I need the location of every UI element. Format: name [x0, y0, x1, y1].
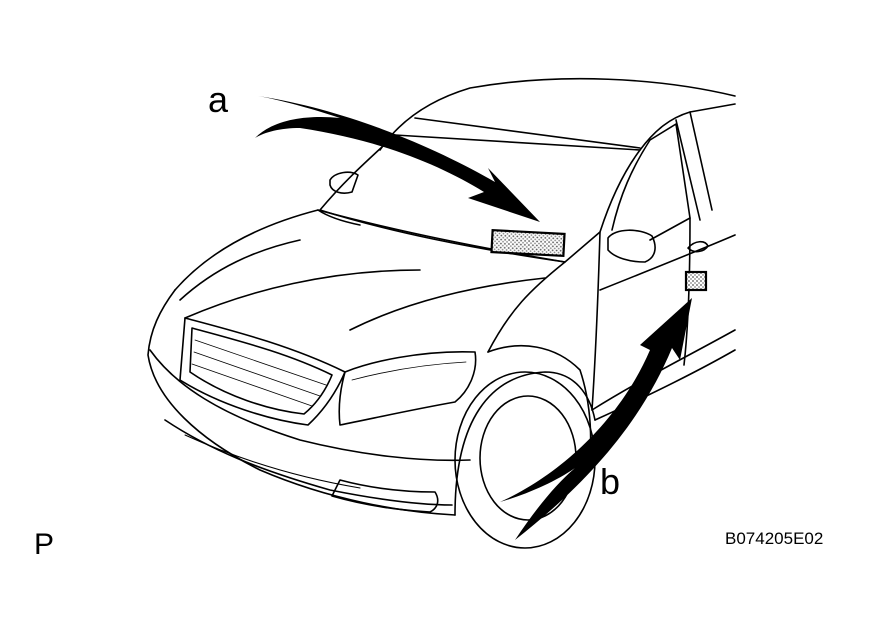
front-door — [591, 231, 601, 411]
hood-outline — [174, 209, 566, 353]
grille-outline — [179, 317, 346, 426]
fog-lamp — [331, 479, 439, 513]
figure-code: B074205E02 — [725, 529, 824, 548]
wheel-arch — [454, 371, 596, 516]
a-pillar — [639, 103, 736, 151]
hood-center — [184, 269, 421, 319]
side-mirror — [607, 229, 656, 263]
door-line — [683, 217, 691, 366]
headlight — [338, 350, 477, 426]
callout-label-b: b — [600, 461, 621, 502]
roof-outline — [379, 77, 736, 151]
left-mirror — [329, 171, 359, 194]
callout-label-a: a — [208, 79, 229, 120]
windshield-label-plate — [490, 228, 566, 258]
rocker-panel — [591, 329, 736, 411]
leader-arrow-a — [255, 96, 540, 222]
corner-mark: P — [34, 528, 55, 561]
bumper-intake — [184, 434, 361, 489]
door-handle — [687, 240, 709, 253]
windshield — [319, 134, 641, 263]
car-body — [147, 77, 736, 549]
side-crease — [599, 234, 736, 291]
front-wheel-rim — [479, 395, 577, 521]
hood-crease-left — [179, 239, 301, 301]
grille-inner — [189, 327, 333, 415]
side-window-frame — [675, 111, 713, 221]
bumper-lower — [164, 419, 453, 506]
hood-crease-right — [349, 277, 546, 331]
roof-edge — [414, 117, 641, 149]
side-window — [611, 123, 691, 241]
front-fender — [487, 344, 592, 461]
leader-arrow-b — [500, 298, 692, 540]
door-label-plate — [684, 270, 708, 292]
cowl-line — [317, 209, 361, 226]
